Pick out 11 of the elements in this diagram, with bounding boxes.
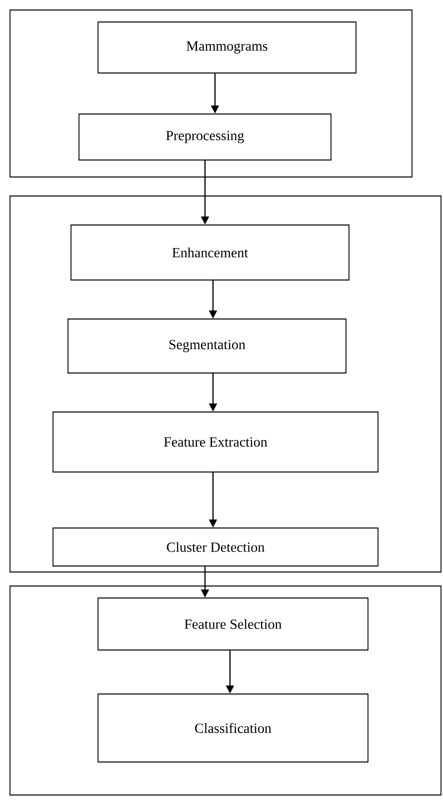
process-box: Enhancement: [70, 224, 350, 280]
process-box: Feature Selection: [98, 598, 368, 650]
group-frame: [10, 586, 442, 796]
process-box: Segmentation: [68, 318, 346, 374]
process-box: Cluster Detection: [52, 528, 378, 566]
process-box: Feature Extraction: [52, 412, 378, 472]
group-frame: [10, 10, 412, 178]
process-box: Preprocessing: [78, 114, 332, 160]
group-frame: [10, 196, 442, 572]
process-box: Classification: [98, 694, 368, 762]
process-box: Mammograms: [98, 22, 356, 74]
